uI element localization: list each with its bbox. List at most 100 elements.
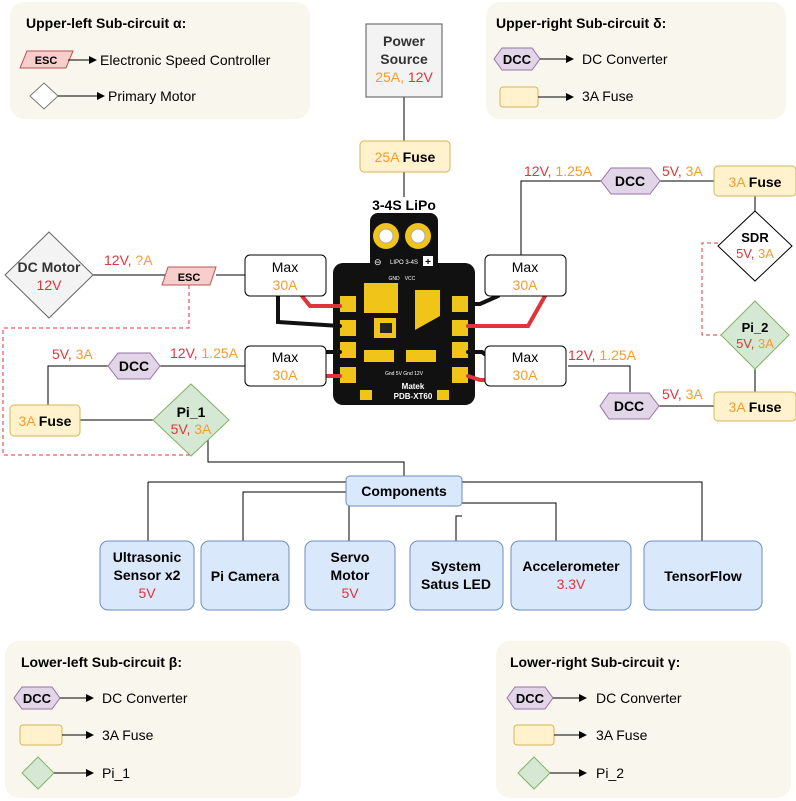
max-box <box>244 254 327 297</box>
gamma-in-amps: 1.25A <box>599 347 636 363</box>
component-accelerometer: Accelerometer 3.3V <box>510 540 632 611</box>
dcc-legend-label: DCC <box>516 691 545 706</box>
motor-legend-desc: Primary Motor <box>108 88 196 104</box>
esc-label: ESC <box>178 272 201 284</box>
power-source-box <box>365 23 443 98</box>
component-box <box>409 540 504 611</box>
alpha-rating: 12V, ?A <box>104 252 153 268</box>
board-title: 3-4S LiPo <box>372 197 436 213</box>
dc-motor-diamond <box>4 231 94 319</box>
fuse-legend-desc: 3A Fuse <box>596 727 648 743</box>
connectors <box>47 97 756 541</box>
pi2-label: Pi_2 <box>742 320 769 335</box>
delta-out-rating: 5V, 3A <box>662 163 703 179</box>
pi-legend-desc: Pi_2 <box>596 765 624 781</box>
pi2-volts: 5V, <box>736 336 754 351</box>
main-fuse-amps: 25A <box>375 149 401 165</box>
wire-black <box>276 294 342 328</box>
beta-out-rating: 5V, 3A <box>52 346 93 362</box>
sdr-diamond <box>717 210 793 282</box>
max-amps: 30A <box>273 277 299 293</box>
gamma-fuse-text: 3A Fuse <box>729 399 782 415</box>
esc-shape <box>161 266 217 286</box>
plus-box <box>423 256 433 266</box>
legend-lower-right: Lower-right Sub-circuit γ: DCC DC Conver… <box>496 641 791 798</box>
dcc-legend-shape <box>13 686 61 710</box>
component-spec: 5V <box>341 585 359 601</box>
pi1-rating: 5V, 3A <box>171 421 212 437</box>
side-pad <box>452 367 468 383</box>
gamma-in-rating: 12V, 1.25A <box>568 347 637 363</box>
component-tensorflow: TensorFlow <box>643 540 763 611</box>
sdr-volts: 5V, <box>736 246 754 261</box>
components-title: Components <box>361 483 447 499</box>
gamma-fuse-amps: 3A <box>729 399 747 415</box>
max-box-upper-left: Max 30A <box>244 254 327 297</box>
legend-title: Lower-left Sub-circuit β: <box>21 654 182 670</box>
side-pad <box>452 320 468 336</box>
component-servo-motor: Servo Motor 5V <box>304 540 396 611</box>
component-line2: Satus LED <box>421 576 491 592</box>
dcc-legend-label: DCC <box>23 691 52 706</box>
power-source-line2: Source <box>380 51 428 67</box>
center-pad-left <box>364 283 398 313</box>
dcc-legend-shape <box>506 686 554 710</box>
center-pad-right <box>415 290 440 330</box>
gamma-fuse-label: Fuse <box>749 399 782 415</box>
side-pad <box>452 296 468 312</box>
delta-out-amps: 3A <box>686 163 704 179</box>
beta-in-rating: 12V, 1.25A <box>170 345 239 361</box>
max-box <box>484 345 567 387</box>
legend-title: Upper-left Sub-circuit α: <box>26 15 186 31</box>
dcc-legend-desc: DC Converter <box>596 690 682 706</box>
component-line1: Servo <box>331 549 370 565</box>
corner-pad <box>360 390 372 400</box>
pi1-amps: 3A <box>194 421 212 437</box>
beta-in-amps: 1.25A <box>201 345 238 361</box>
mount-hole-right <box>410 228 426 244</box>
component-line1: TensorFlow <box>664 568 742 584</box>
power-source-rating: 25A, 12V <box>375 69 433 85</box>
delta-in-amps: 1.25A <box>555 163 592 179</box>
legend-panel <box>5 641 301 798</box>
delta-dcc-shape <box>600 167 661 195</box>
max-box-upper-right: Max 30A <box>484 254 567 297</box>
main-fuse-text: 25A Fuse <box>375 149 436 165</box>
side-pad <box>340 367 356 383</box>
side-pad <box>340 320 356 336</box>
legend-upper-right: Upper-right Sub-circuit δ: DCC DC Conver… <box>486 2 786 119</box>
beta-fuse-text: 3A Fuse <box>19 413 72 429</box>
component-line1: Pi Camera <box>211 568 280 584</box>
component-spec: 5V <box>138 585 156 601</box>
corner-pad <box>437 390 449 400</box>
silk-brand: Matek <box>402 382 425 391</box>
fuse-legend-shape <box>513 724 555 746</box>
max-label: Max <box>272 259 298 275</box>
delta-out-volts: 5V, <box>662 163 682 179</box>
power-source: Power Source 25A, 12V <box>365 23 443 98</box>
gamma-out-amps: 3A <box>686 386 704 402</box>
pi1-label: Pi_1 <box>177 404 206 420</box>
component-line2: Sensor x2 <box>114 567 181 583</box>
sdr-rating: 5V, 3A <box>736 246 774 261</box>
wire-red <box>466 294 547 328</box>
power-source-amps: 25A, <box>375 69 404 85</box>
fuse-legend-desc: 3A Fuse <box>102 727 154 743</box>
max-box <box>244 345 327 387</box>
wire-red <box>300 294 342 308</box>
main-fuse-label: Fuse <box>403 149 436 165</box>
silk-gnd: GND <box>388 276 400 282</box>
gamma-fuse-box <box>713 391 796 422</box>
bottom-pad <box>406 350 436 362</box>
gamma-dcc-label: DCC <box>614 398 644 414</box>
fuse-legend-shape <box>499 86 539 108</box>
pi1-volts: 5V, <box>171 421 191 437</box>
delta-fuse-amps: 3A <box>729 174 747 190</box>
sdr-amps: 3A <box>758 246 774 261</box>
pi2-diamond <box>720 300 790 370</box>
components-section: Components Ultrasonic Sensor x2 5V Pi Ca… <box>99 475 763 611</box>
beta-subcircuit: 5V, 3A DCC 12V, 1.25A 3A Fuse Pi_1 5V, 3… <box>9 345 239 457</box>
power-source-volts: 12V <box>408 69 434 85</box>
max-label: Max <box>512 259 538 275</box>
beta-out-volts: 5V, <box>52 346 72 362</box>
